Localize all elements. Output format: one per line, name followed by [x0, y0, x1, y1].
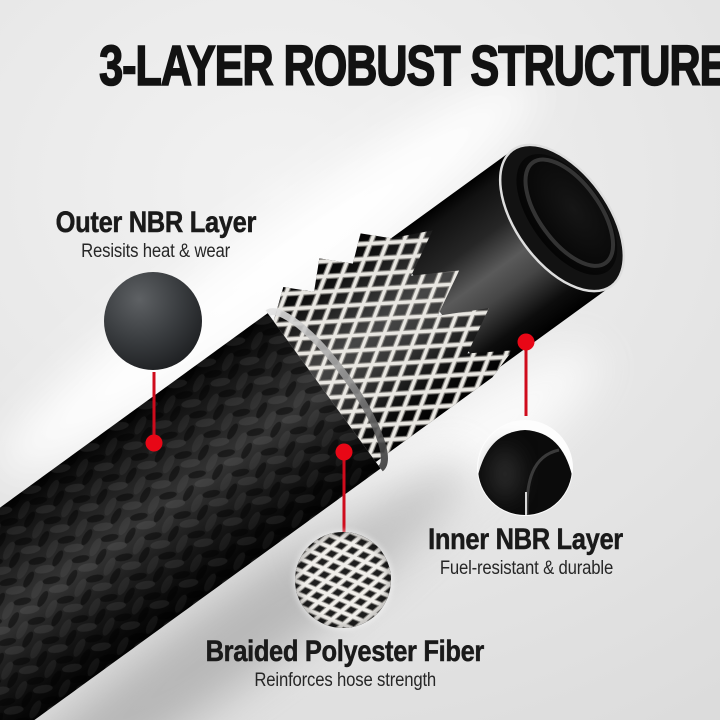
braided-layer-inset	[293, 530, 393, 630]
page-title: 3-LAYER ROBUST STRUCTURE	[0, 33, 720, 99]
hose-outer-layer	[0, 313, 381, 720]
hose-open-end	[498, 143, 626, 293]
page-title-text: 3-LAYER ROBUST STRUCTURE	[99, 33, 720, 99]
leader-dot-braided	[335, 443, 353, 461]
callout-inner-heading: Inner NBR Layer	[428, 523, 624, 556]
callout-inner-nbr-layer: Inner NBR Layer Fuel-resistant & durable	[356, 524, 696, 579]
leader-inner	[517, 333, 535, 416]
callout-braided-subheading: Reinforces hose strength	[254, 669, 436, 691]
leader-dot-inner	[517, 333, 535, 351]
inner-layer-inset	[477, 420, 573, 516]
callout-outer-subheading: Resisits heat & wear	[81, 240, 231, 262]
callout-outer-heading: Outer NBR Layer	[55, 206, 257, 239]
outer-layer-cut-rim	[265, 308, 388, 472]
callout-braided-heading: Braided Polyester Fiber	[205, 635, 485, 668]
leader-outer	[145, 372, 163, 452]
outer-layer-inset	[104, 272, 202, 370]
leader-braided	[335, 443, 353, 534]
callout-braided-polyester-fiber: Braided Polyester Fiber Reinforces hose …	[175, 636, 515, 691]
callout-inner-subheading: Fuel-resistant & durable	[439, 557, 613, 579]
callout-outer-nbr-layer: Outer NBR Layer Resisits heat & wear	[0, 207, 326, 262]
hose-mesh-layer	[273, 230, 513, 463]
leader-dot-outer	[145, 434, 163, 452]
hose-glow-top	[0, 78, 537, 474]
hose-inner-tube	[388, 143, 626, 377]
